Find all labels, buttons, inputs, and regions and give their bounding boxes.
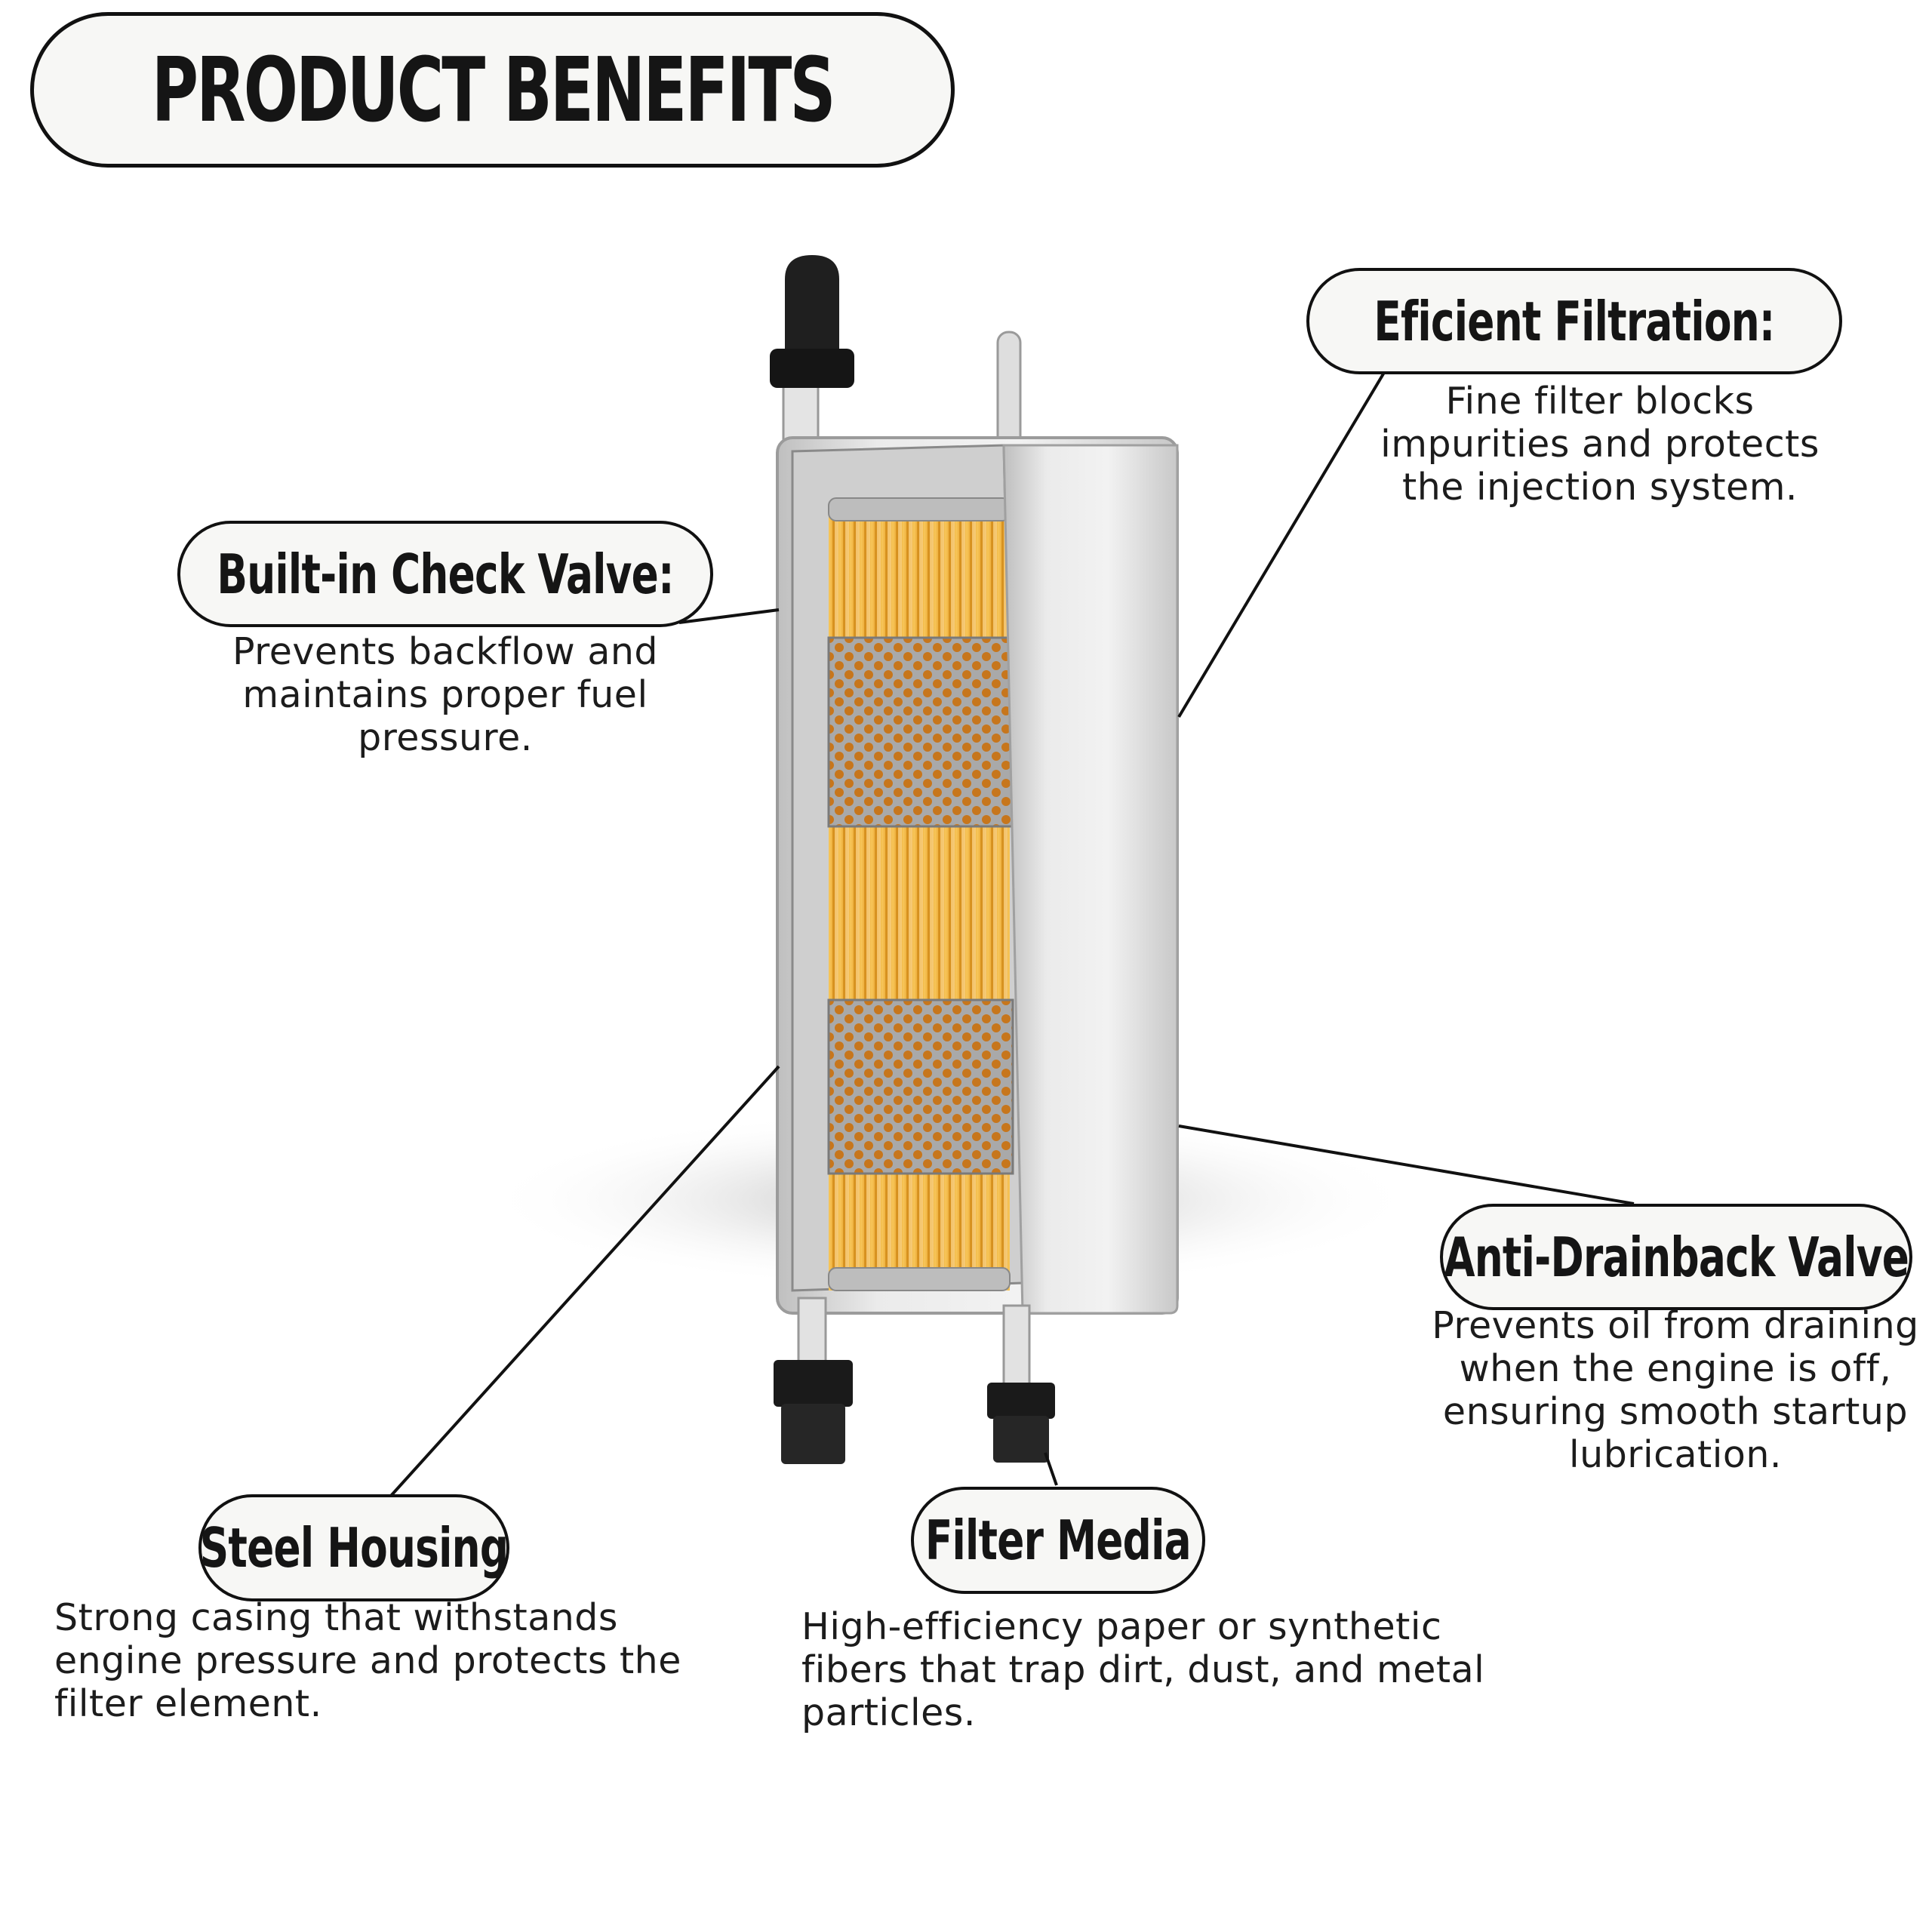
perforated-band-upper <box>827 636 1014 828</box>
inlet-cap-icon <box>785 255 839 355</box>
efficient-filtration-heading-pill: Eficient Filtration: <box>1306 268 1842 374</box>
leader-anti-drainback <box>1178 1124 1635 1205</box>
leader-steel-housing <box>389 1065 780 1497</box>
steel-housing-heading: Steel Housing <box>199 1516 509 1580</box>
steel-housing-line: Strong casing that withstands <box>54 1596 618 1639</box>
anti-drainback-line: ensuring smooth startup <box>1442 1390 1909 1433</box>
check-valve-line: maintains proper fuel <box>242 673 648 716</box>
title-pill: PRODUCT BENEFITS <box>30 12 955 168</box>
filter-media-line: particles. <box>801 1691 976 1734</box>
efficient-filtration-line: the injection system. <box>1401 466 1798 509</box>
filter-media-heading-pill: Filter Media <box>911 1487 1205 1594</box>
page-title: PRODUCT BENEFITS <box>151 38 836 142</box>
anti-drainback-line: Prevents oil from draining <box>1432 1304 1919 1347</box>
outlet-pipe <box>996 331 1022 454</box>
anti-drainback-line: lubrication. <box>1569 1433 1782 1476</box>
filter-media-description: High-efficiency paper or synthetic fiber… <box>801 1605 1594 1734</box>
leader-efficient-filtration <box>1177 370 1386 718</box>
anti-drainback-line: when the engine is off, <box>1459 1347 1892 1390</box>
anti-drainback-heading: Anti-Drainback Valve <box>1444 1225 1909 1289</box>
leader-filter-media <box>1044 1452 1058 1486</box>
check-valve-line: pressure. <box>358 716 533 759</box>
efficient-filtration-line: Fine filter blocks <box>1445 380 1755 423</box>
bottom-left-cap-icon <box>781 1404 845 1464</box>
check-valve-description: Prevents backflow and maintains proper f… <box>196 630 694 759</box>
steel-housing-line: engine pressure and protects the <box>54 1639 681 1682</box>
check-valve-heading-pill: Built-in Check Valve: <box>177 521 713 627</box>
leader-check-valve <box>678 608 780 624</box>
anti-drainback-description: Prevents oil from draining when the engi… <box>1419 1304 1932 1476</box>
efficient-filtration-description: Fine filter blocks impurities and protec… <box>1343 380 1857 509</box>
bottom-right-cap-icon <box>993 1416 1049 1463</box>
check-valve-heading: Built-in Check Valve: <box>217 542 674 606</box>
efficient-filtration-heading: Eficient Filtration: <box>1374 289 1775 353</box>
bottom-right-pipe <box>1002 1304 1031 1390</box>
steel-housing-heading-pill: Steel Housing <box>198 1494 509 1601</box>
filter-media-line: fibers that trap dirt, dust, and metal <box>801 1648 1485 1691</box>
efficient-filtration-line: impurities and protects <box>1380 423 1820 466</box>
filter-media-heading: Filter Media <box>925 1509 1192 1572</box>
check-valve-line: Prevents backflow and <box>232 630 659 673</box>
steel-housing-line: filter element. <box>54 1682 322 1725</box>
filter-media-line: High-efficiency paper or synthetic <box>801 1605 1442 1648</box>
steel-housing-description: Strong casing that withstands engine pre… <box>54 1596 734 1725</box>
perforated-band-lower <box>827 998 1014 1175</box>
anti-drainback-heading-pill: Anti-Drainback Valve <box>1440 1204 1912 1310</box>
